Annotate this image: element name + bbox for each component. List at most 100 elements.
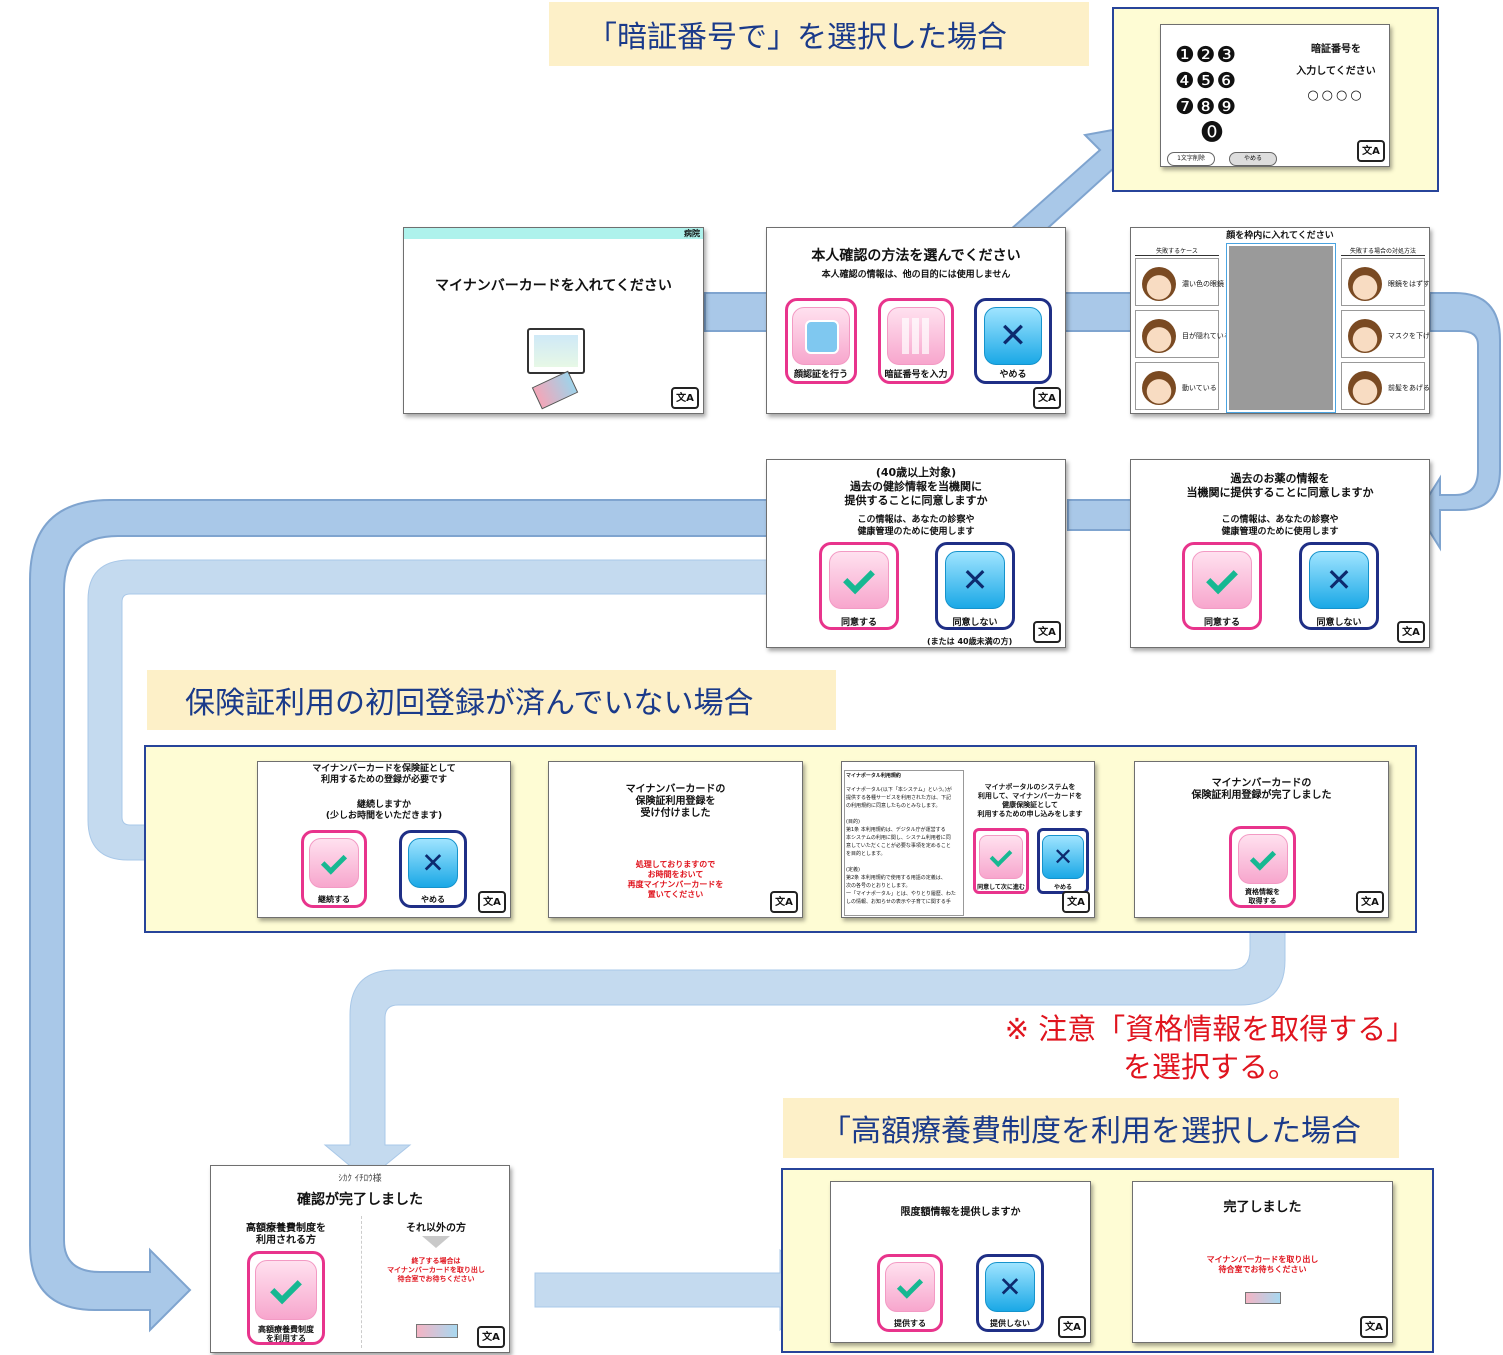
screen-done: 完了しました マイナンバーカードを取り出し 待合室でお待ちください 文A [1132, 1181, 1393, 1343]
terms-title-2: 利用して、マイナンバーカードを [977, 792, 1083, 800]
pin-keypad: ❶❷❸ ❹❺❻ ❼❽❾ ⓿ [1175, 43, 1255, 147]
medicine-disagree-button[interactable]: ✕ 同意しない [1299, 542, 1379, 630]
provide-label: 提供する [894, 1319, 926, 1328]
arrow-left-loop [29, 499, 771, 1333]
arrow-right-loop [1416, 292, 1501, 552]
terms-cancel-button[interactable]: ✕ やめる [1037, 828, 1089, 894]
terms-text-box[interactable]: マイナポータル利用規約 マイナポータル(以下「本システム」という。)が 提供する… [844, 770, 964, 916]
language-icon[interactable]: 文A [1360, 1316, 1388, 1338]
medicine-agree-button[interactable]: 同意する [1182, 542, 1262, 630]
screen-face-auth: 顔を枠内に入れてください 失敗するケース 失敗する場合の対処方法 濃い色の眼鏡 … [1130, 227, 1430, 414]
right-heading: それ以外の方 [406, 1223, 466, 1234]
language-icon[interactable]: 文A [1356, 891, 1384, 913]
get-qualification-button[interactable]: 資格情報を 取得する [1229, 826, 1296, 908]
checkup-agree-label: 同意する [840, 618, 877, 628]
checkup-disagree-button[interactable]: ✕ 同意しない [935, 542, 1015, 630]
banner-pin-case: 「暗証番号で」を選択した場合 [549, 2, 1089, 66]
right-header: 失敗する場合の対処方法 [1341, 246, 1425, 256]
decline-button[interactable]: ✕ 提供しない [976, 1254, 1044, 1332]
received-msg-1: 処理しておりますので [635, 860, 716, 869]
complete-title-2: 保険証利用登録が完了しました [1191, 790, 1332, 801]
card-illustration [531, 370, 579, 410]
key-4[interactable]: ❹ [1175, 69, 1196, 94]
high-cost-label-1: 高額療養費制度 [258, 1325, 314, 1334]
person-icon [805, 320, 839, 354]
language-icon[interactable]: 文A [671, 387, 699, 409]
language-icon[interactable]: 文A [1062, 891, 1090, 913]
terms-agree-label: 同意して次に進む [977, 884, 1025, 891]
hospital-label: 病院 [684, 229, 700, 238]
language-icon[interactable]: 文A [1357, 140, 1385, 162]
reg-needed-question: 継続しますか [356, 800, 411, 810]
case-item-2: 目が隠れている [1135, 310, 1231, 358]
provide-button[interactable]: 提供する [877, 1254, 943, 1332]
end-msg-1: 終了する場合は [411, 1257, 461, 1265]
received-title-2: 保険証利用登録を [635, 796, 716, 807]
key-8[interactable]: ❽ [1195, 95, 1217, 120]
continue-button[interactable]: 継続する [301, 830, 367, 908]
pin-button[interactable]: 暗証番号を入力 [878, 298, 954, 384]
medicine-disagree-label: 同意しない [1316, 618, 1362, 628]
screen-medicine-consent: 過去のお薬の情報を 当機関に提供することに同意しますか この情報は、あなたの診察… [1130, 459, 1430, 648]
language-icon[interactable]: 文A [1058, 1316, 1086, 1338]
left-header: 失敗するケース [1135, 246, 1219, 256]
complete-title-1: マイナンバーカードの [1211, 778, 1312, 789]
screen-method: 本人確認の方法を選んでください 本人確認の情報は、他の目的には使用しません 顔認… [766, 227, 1066, 414]
key-7[interactable]: ❼ [1175, 95, 1196, 120]
key-2[interactable]: ❷ [1195, 43, 1217, 68]
face-auth-button[interactable]: 顔認証を行う [785, 298, 857, 384]
language-icon[interactable]: 文A [478, 891, 506, 913]
key-6[interactable]: ❻ [1216, 69, 1238, 94]
caution-line-1: ※ 注意「資格情報を取得する」 [1004, 1012, 1416, 1046]
banner-high-cost: 「高額療養費制度を利用を選択した場合 [783, 1098, 1399, 1158]
checkup-title-2: 過去の健診情報を当機関に [850, 480, 982, 493]
divider [361, 1216, 362, 1348]
use-high-cost-button[interactable]: 高額療養費制度 を利用する [247, 1251, 325, 1345]
method-subtitle: 本人確認の情報は、他の目的には使用しません [821, 270, 1011, 280]
key-5[interactable]: ❺ [1195, 69, 1217, 94]
terms-line: の利用規約に同意したものとみなします。 [846, 803, 941, 809]
reg-needed-title-2: 利用するための登録が必要です [320, 775, 447, 785]
delete-button[interactable]: 1文字削除 [1167, 152, 1215, 166]
key-1[interactable]: ❶ [1175, 43, 1196, 68]
cancel-button[interactable]: ✕ やめる [974, 298, 1052, 384]
received-title-1: マイナンバーカードの [625, 784, 726, 795]
terms-title-3: 健康保険証として [1002, 801, 1058, 809]
left-heading-2: 利用される方 [256, 1235, 316, 1246]
terms-line: (定義) [846, 867, 860, 873]
terms-line: 本システムの利用に関し、システム利用者に同 [846, 835, 951, 841]
language-icon[interactable]: 文A [770, 891, 798, 913]
key-0[interactable]: ⓿ [1201, 121, 1225, 146]
arrow-to-limit [534, 1248, 823, 1332]
banner-first-registration: 保険証利用の初回登録が済んでいない場合 [147, 670, 836, 730]
terms-title-1: マイナポータルのシステムを [984, 783, 1076, 791]
face-title: 顔を枠内に入れてください [1226, 231, 1334, 241]
language-icon[interactable]: 文A [1397, 621, 1425, 643]
terms-line: を目的とします。 [846, 851, 886, 857]
terms-cancel-label: やめる [1053, 884, 1072, 891]
camera-frame [1226, 243, 1336, 413]
reg-needed-title-1: マイナンバーカードを保険証として [312, 764, 456, 774]
screen-checkup-consent: (40歳以上対象) 過去の健診情報を当機関に 提供することに同意しますか この情… [766, 459, 1066, 648]
fix-item-1: 眼鏡をはずす [1341, 258, 1429, 306]
language-icon[interactable]: 文A [1033, 621, 1061, 643]
terms-agree-button[interactable]: 同意して次に進む [973, 828, 1029, 894]
terms-line [846, 858, 962, 866]
pin-prompt-2: 入力してください [1296, 66, 1376, 77]
language-icon[interactable]: 文A [477, 1326, 505, 1348]
reg-cancel-button[interactable]: ✕ やめる [399, 830, 467, 908]
terms-line [846, 810, 962, 818]
key-3[interactable]: ❸ [1216, 43, 1238, 68]
pin-label: 暗証番号を入力 [884, 370, 948, 380]
medicine-sub-1: この情報は、あなたの診察や [1221, 515, 1339, 525]
terms-line: 意していただくことが必要な事項を定めること [846, 843, 951, 849]
down-triangle-icon [422, 1236, 450, 1248]
checkup-agree-button[interactable]: 同意する [819, 542, 899, 630]
reg-cancel-label: やめる [421, 895, 445, 904]
case-item-3: 動いている [1135, 362, 1219, 410]
language-icon[interactable]: 文A [1033, 387, 1061, 409]
key-9[interactable]: ❾ [1216, 95, 1238, 120]
card-icon [1245, 1292, 1281, 1304]
get-qualification-label-2: 取得する [1248, 897, 1277, 905]
pin-cancel-button[interactable]: やめる [1229, 152, 1277, 166]
